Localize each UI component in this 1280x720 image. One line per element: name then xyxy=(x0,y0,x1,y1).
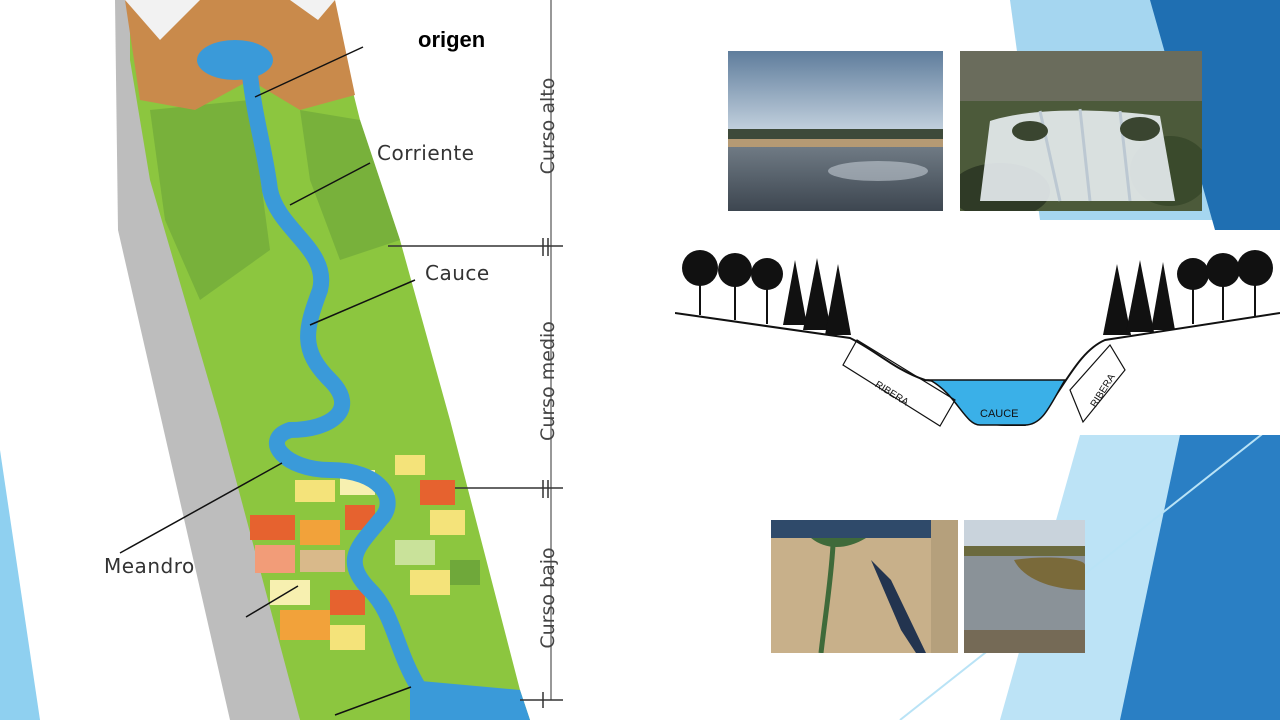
deco-shape-bottom-dark xyxy=(1120,435,1280,720)
waterfall-image xyxy=(960,51,1202,211)
forest-ridge-left xyxy=(150,100,270,300)
trees-left xyxy=(682,250,851,335)
label-lower-course: Curso bajo xyxy=(537,547,559,649)
field xyxy=(450,560,480,585)
leader-channel xyxy=(309,279,416,326)
deco-shape-left xyxy=(0,450,40,720)
leader-origin xyxy=(254,46,364,98)
left-bank-marker xyxy=(842,339,956,427)
field xyxy=(395,455,425,475)
satellite-delta-image xyxy=(771,520,958,653)
photo-marsh xyxy=(964,520,1085,653)
field xyxy=(420,480,455,505)
field xyxy=(295,480,335,502)
label-channel-section: CAUCE xyxy=(980,408,1019,420)
farmland xyxy=(250,455,480,650)
label-current: Corriente xyxy=(377,141,475,165)
right-bank-marker xyxy=(1069,343,1126,424)
label-origin: origen xyxy=(418,27,486,52)
calm-river-image xyxy=(728,51,943,211)
leader-meander xyxy=(119,462,283,554)
field xyxy=(250,515,295,540)
label-channel: Cauce xyxy=(425,261,490,285)
marsh-image xyxy=(964,520,1085,653)
snow-cap-right xyxy=(290,0,335,20)
field xyxy=(300,550,345,572)
field xyxy=(410,570,450,595)
label-upper-course: Curso alto xyxy=(537,77,559,175)
field xyxy=(330,625,365,650)
river-course-illustration xyxy=(115,0,563,720)
trees-right xyxy=(1103,250,1273,335)
photo-waterfall xyxy=(960,51,1202,211)
photo-satellite-delta xyxy=(771,520,958,653)
field xyxy=(255,545,295,573)
river-path xyxy=(242,67,448,720)
origin-lake xyxy=(197,40,273,80)
field xyxy=(395,540,435,565)
river-mouth xyxy=(410,680,530,720)
forest-ridge-right xyxy=(300,110,400,260)
leader-lower xyxy=(245,585,299,618)
field xyxy=(300,520,340,545)
snow-cap-left xyxy=(125,0,200,40)
photo-calm-river xyxy=(728,51,943,211)
field xyxy=(430,510,465,535)
label-meander: Meandro xyxy=(104,554,195,578)
deco-line xyxy=(899,419,1280,720)
field xyxy=(330,590,365,615)
river-cross-section: RIBERA CAUCE RIBERA xyxy=(675,240,1280,435)
leader-mouth xyxy=(334,686,412,716)
field xyxy=(280,610,330,640)
label-middle-course: Curso medio xyxy=(537,321,559,441)
leader-current xyxy=(289,162,371,206)
field xyxy=(270,580,310,605)
